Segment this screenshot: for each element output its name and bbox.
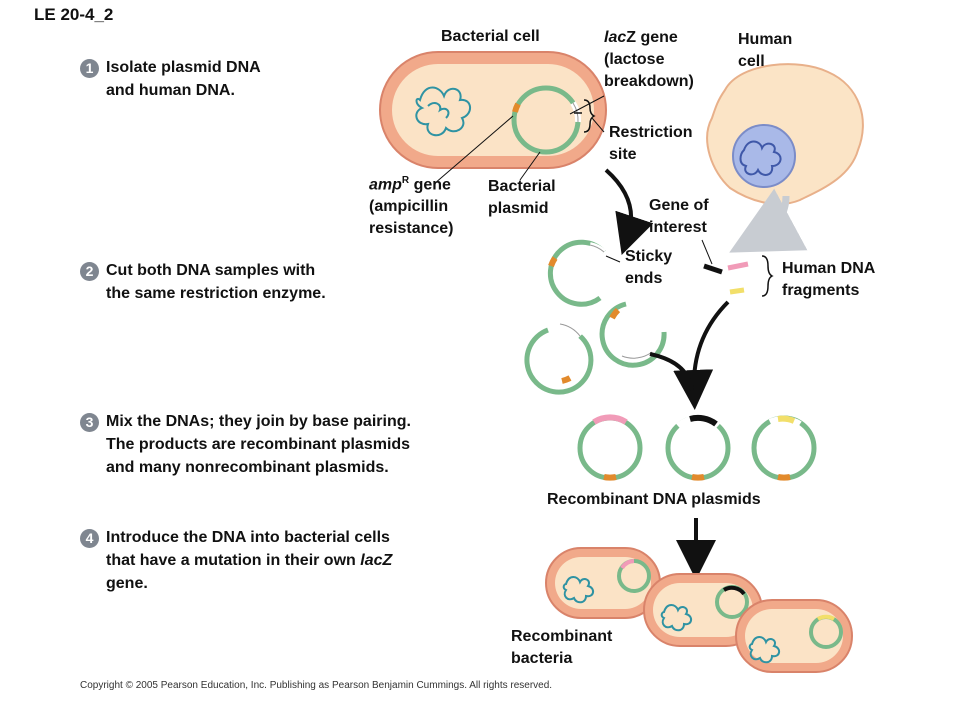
label-lacz-gene: lacZ gene (lactose breakdown): [604, 29, 694, 90]
label-ampr-gene: ampR gene (ampicillin resistance): [369, 175, 454, 238]
label-recombinant-bacteria: Recombinant bacteria: [511, 628, 613, 667]
step-line: Isolate plasmid DNA: [106, 59, 261, 76]
cut-plasmid: [524, 321, 594, 395]
restriction-leader: [591, 117, 605, 133]
gene-of-interest-fragment: [701, 239, 723, 275]
label-gene-of-interest: Gene of interest: [649, 197, 709, 236]
arrow-plasmid-cut: [604, 168, 654, 255]
cut-plasmid: [547, 239, 606, 307]
cut-plasmid: [599, 301, 667, 368]
italic-gene-name: lacZ: [360, 552, 393, 569]
human-cell: [706, 63, 864, 205]
step-line: The products are recombinant plasmids: [106, 436, 411, 453]
step-number-badge: 4: [80, 529, 99, 548]
label-recombinant-dna-plasmids: Recombinant DNA plasmids: [547, 491, 761, 508]
step-line: and many nonrecombinant plasmids.: [106, 459, 389, 476]
yellow-dna-fragment: [729, 287, 745, 295]
bacterial-plasmid: [511, 85, 582, 155]
arrow-mix-left: [649, 352, 694, 391]
lacz-leader: [569, 95, 605, 115]
label-bacterial-cell: Bacterial cell: [441, 28, 540, 45]
step-line: Introduce the DNA into bacterial cells: [106, 529, 390, 546]
step-line: gene.: [106, 575, 148, 592]
plasmid-leader: [519, 151, 541, 181]
step-line: Cut both DNA samples with: [106, 262, 316, 279]
fragments-bracket: [761, 255, 774, 297]
label-human-cell: Human cell: [738, 31, 793, 70]
label-human-dna-fragments: Human DNA fragments: [782, 260, 876, 299]
label-restriction-site: Restriction site: [609, 124, 693, 163]
label-bacterial-plasmid: Bacterial plasmid: [488, 178, 556, 217]
bacterial-cell: [379, 51, 607, 169]
human-chromatin: [739, 140, 782, 176]
ampr-leader: [433, 115, 514, 185]
recombinant-plasmid-yellow: [751, 415, 817, 481]
step-number-badge: 1: [80, 59, 99, 78]
arrow-mix: [673, 300, 730, 410]
recombinant-plasmid-gene: [665, 414, 731, 481]
copyright-notice: Copyright © 2005 Pearson Education, Inc.…: [80, 680, 553, 691]
recombinant-bacterium: [735, 599, 853, 673]
pink-dna-fragment: [727, 261, 749, 271]
step-line: the same restriction enzyme.: [106, 285, 326, 302]
recombinant-plasmid-pink: [577, 414, 643, 481]
step-line: that have a mutation in their own lacZ: [106, 552, 393, 569]
sticky-ends-leader: [605, 255, 621, 263]
arrow-human-dna-cut: [729, 188, 808, 253]
step-number-badge: 3: [80, 413, 99, 432]
recombinant-bacterium: [545, 547, 661, 619]
step-number-badge: 2: [80, 262, 99, 281]
label-sticky-ends: Sticky ends: [625, 248, 673, 287]
step-line: Mix the DNAs; they join by base pairing.: [106, 413, 411, 430]
step-line: and human DNA.: [106, 82, 235, 99]
bacterial-chromosome: [415, 86, 471, 137]
figure-id: LE 20-4_2: [34, 5, 114, 24]
